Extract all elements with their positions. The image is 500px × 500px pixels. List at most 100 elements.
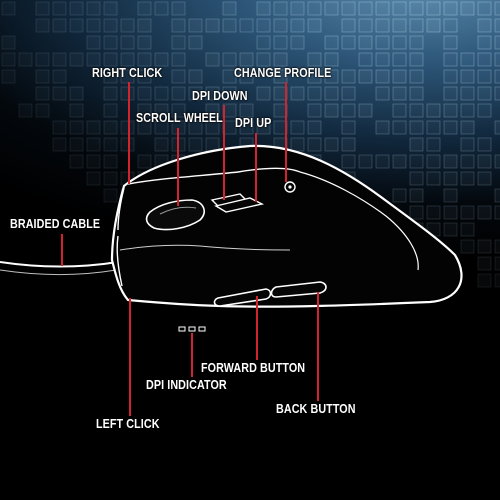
grid-tile (392, 103, 407, 118)
grid-tile (222, 18, 237, 33)
grid-tile (35, 103, 50, 118)
grid-tile (69, 18, 84, 33)
grid-tile (494, 1, 500, 16)
grid-tile (341, 120, 356, 135)
grid-tile (494, 154, 500, 169)
grid-tile (256, 18, 271, 33)
grid-tile (154, 86, 169, 101)
grid-tile (443, 86, 458, 101)
grid-tile (477, 256, 492, 271)
grid-tile (460, 103, 475, 118)
grid-tile (103, 1, 118, 16)
grid-tile (358, 154, 373, 169)
mouse-side-contour (119, 244, 291, 251)
grid-tile (426, 154, 441, 169)
grid-tile (307, 18, 322, 33)
grid-tile (18, 52, 33, 67)
grid-tile (494, 188, 500, 203)
grid-tile (273, 35, 288, 50)
grid-tile (69, 103, 84, 118)
grid-tile (103, 103, 118, 118)
grid-tile (392, 18, 407, 33)
grid-tile (69, 154, 84, 169)
grid-tile (86, 35, 101, 50)
grid-tile (477, 69, 492, 84)
grid-tile (392, 69, 407, 84)
grid-tile (307, 137, 322, 152)
grid-tile (341, 1, 356, 16)
grid-tile (171, 35, 186, 50)
grid-tile (443, 103, 458, 118)
grid-tile (35, 1, 50, 16)
grid-tile (188, 120, 203, 135)
grid-tile (52, 86, 67, 101)
grid-tile (137, 86, 152, 101)
grid-tile (426, 18, 441, 33)
grid-tile (256, 120, 271, 135)
grid-tile (188, 86, 203, 101)
grid-tile (392, 120, 407, 135)
grid-tile (443, 69, 458, 84)
grid-tile (460, 69, 475, 84)
grid-tile (426, 171, 441, 186)
grid-tile (409, 205, 424, 220)
grid-tile (86, 52, 101, 67)
grid-tile (222, 86, 237, 101)
dpi-indicator-led (198, 326, 206, 332)
grid-tile (239, 120, 254, 135)
grid-tile (239, 69, 254, 84)
grid-tile (103, 86, 118, 101)
grid-tile (494, 35, 500, 50)
grid-tile (324, 69, 339, 84)
grid-tile (358, 103, 373, 118)
scroll-wheel-ridge (159, 206, 197, 215)
grid-tile (426, 1, 441, 16)
grid-tile (426, 205, 441, 220)
grid-tile (239, 103, 254, 118)
left-click-edge (116, 235, 123, 287)
grid-tile (494, 52, 500, 67)
grid-tile (86, 18, 101, 33)
label-right-click: RIGHT CLICK (92, 66, 163, 80)
grid-tile (120, 69, 135, 84)
grid-tile (188, 69, 203, 84)
grid-tile (239, 52, 254, 67)
grid-tile (154, 120, 169, 135)
grid-tile (86, 1, 101, 16)
grid-tile (443, 1, 458, 16)
grid-tile (171, 103, 186, 118)
grid-tile (460, 1, 475, 16)
grid-tile (341, 154, 356, 169)
grid-tile (494, 18, 500, 33)
grid-tile (1, 52, 16, 67)
grid-tile (392, 86, 407, 101)
grid-tile (120, 52, 135, 67)
grid-tile (1, 35, 16, 50)
grid-tile (86, 137, 101, 152)
grid-tile (324, 1, 339, 16)
grid-tile (443, 205, 458, 220)
grid-tile (443, 154, 458, 169)
grid-tile (205, 103, 220, 118)
grid-tile (154, 103, 169, 118)
grid-tile (154, 1, 169, 16)
braided-cable-inner (0, 269, 117, 275)
grid-tile (392, 154, 407, 169)
grid-tile (69, 1, 84, 16)
grid-tile (171, 69, 186, 84)
grid-tile (460, 171, 475, 186)
grid-tile (290, 1, 305, 16)
grid-tile (375, 120, 390, 135)
grid-tile (443, 18, 458, 33)
change-profile-button-center (288, 185, 292, 189)
grid-tile (120, 137, 135, 152)
grid-tile (375, 18, 390, 33)
grid-tile (409, 69, 424, 84)
grid-tile (103, 69, 118, 84)
grid-tile (358, 1, 373, 16)
grid-tile (120, 18, 135, 33)
grid-tile (341, 35, 356, 50)
grid-tile (426, 103, 441, 118)
grid-tile (477, 137, 492, 152)
